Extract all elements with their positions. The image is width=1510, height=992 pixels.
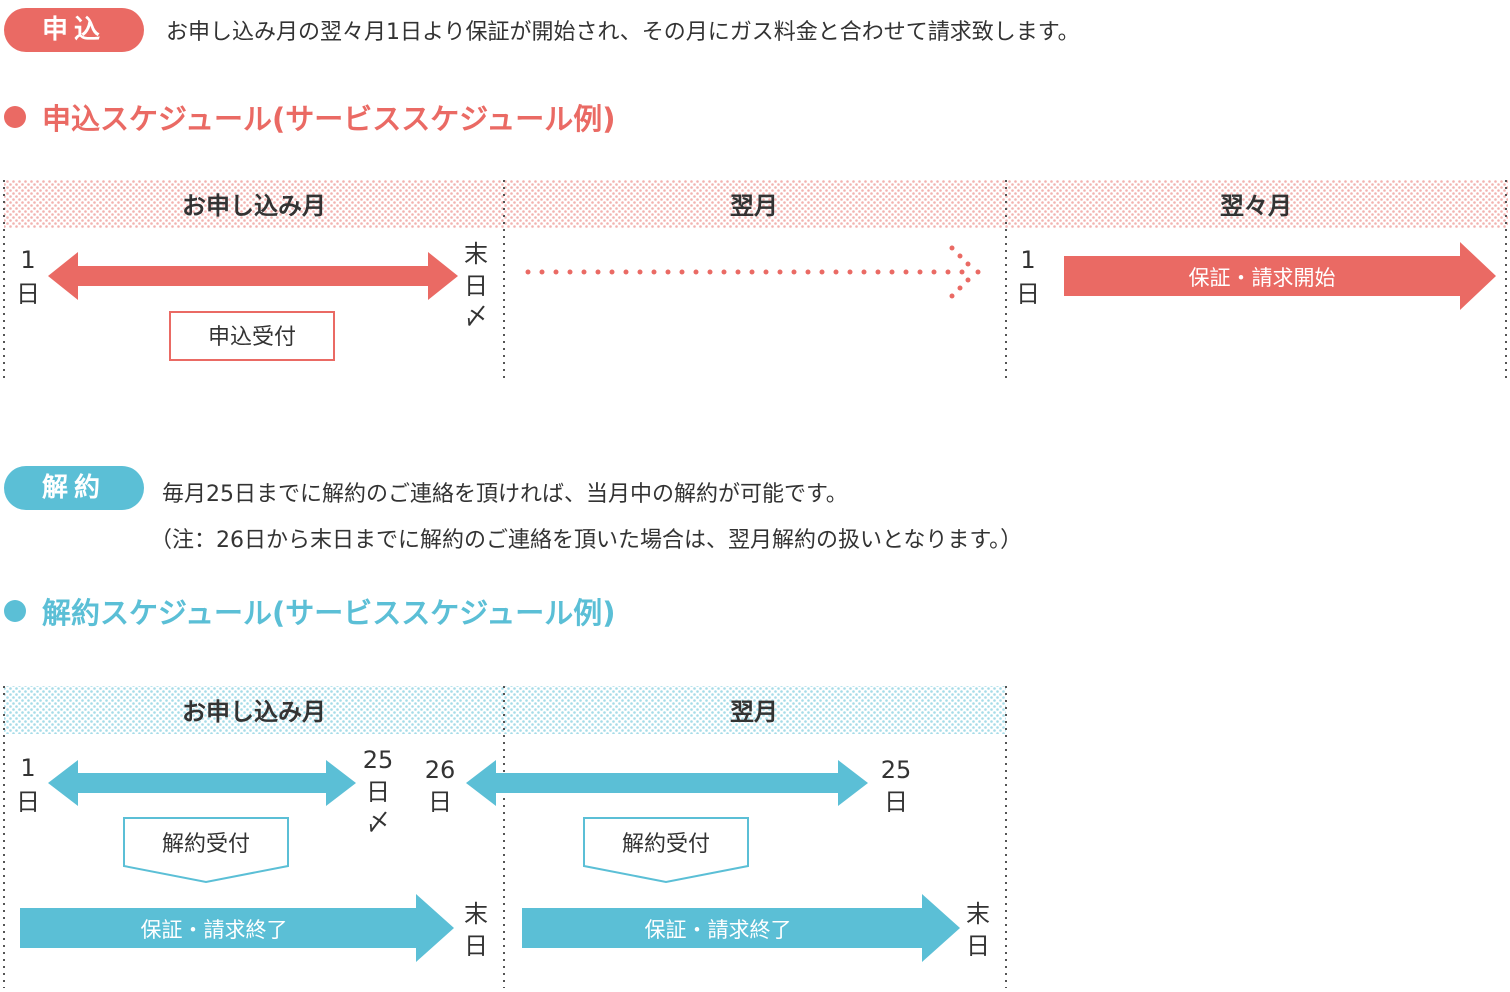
application-start-label: 保証・請求開始 xyxy=(1189,266,1336,290)
application-day-last-2: 日 xyxy=(464,272,488,300)
cancel-m1-cutoff-3: 〆 xyxy=(366,808,390,836)
cancel-m1-day-first-1: 1 xyxy=(20,754,35,782)
cancel-m1-end-label: 保証・請求終了 xyxy=(141,918,288,942)
cancel-m1-accept-box xyxy=(123,817,289,884)
cancel-m2-double-arrow xyxy=(466,760,868,806)
cancel-m1-end-day-1: 末 xyxy=(464,900,488,928)
application-month-1: お申し込み月 xyxy=(182,192,326,220)
cancel-description: 毎月25日までに解約のご連絡を頂ければ、当月中の解約が可能です。 xyxy=(162,482,848,507)
application-description: お申し込み月の翌々月1日より保証が開始され、その月にガス料金と合わせて請求致しま… xyxy=(166,20,1080,45)
application-accept-label: 申込受付 xyxy=(208,325,296,350)
application-accept-box xyxy=(169,311,335,361)
cancel-m2-day-first-num: 26 xyxy=(425,756,456,784)
cancel-m1-accept-label: 解約受付 xyxy=(162,832,250,857)
cancel-m1-end-day-2: 日 xyxy=(464,932,488,960)
cancel-m1-cutoff-num: 25 xyxy=(363,746,394,774)
application-day-start-1: 1 xyxy=(1020,246,1035,274)
application-day-start-2: 日 xyxy=(1016,280,1040,308)
application-schedule-title: 申込スケジュール(サービススケジュール例) xyxy=(42,102,616,136)
application-badge: 申込 xyxy=(4,8,144,52)
application-dotted-arrow xyxy=(525,245,981,299)
cancel-month-2: 翌月 xyxy=(730,698,778,726)
cancel-m2-day-first-rest: 日 xyxy=(428,788,452,816)
application-month-2: 翌月 xyxy=(730,192,778,220)
cancel-note: （注：26日から末日までに解約のご連絡を頂いた場合は、翌月解約の扱いとなります。… xyxy=(150,528,1023,553)
cancel-month-1: お申し込み月 xyxy=(182,698,326,726)
cancel-m2-cutoff-num: 25 xyxy=(881,756,912,784)
cancel-m1-end-arrow xyxy=(20,894,454,962)
cancel-m2-cutoff-rest: 日 xyxy=(884,788,908,816)
cancel-m1-double-arrow xyxy=(48,760,356,806)
application-day-first-1: 1 xyxy=(20,246,35,274)
application-day-last-3: 〆 xyxy=(464,302,488,330)
cancel-m1-day-first-2: 日 xyxy=(16,788,40,816)
application-day-last-1: 末 xyxy=(464,240,488,268)
cancel-m2-accept-label: 解約受付 xyxy=(622,832,710,857)
cancel-m2-accept-box xyxy=(583,817,749,884)
cancel-m2-end-arrow xyxy=(522,894,960,962)
bullet-dot-icon xyxy=(4,106,26,128)
application-month-header-band xyxy=(4,180,1508,228)
application-double-arrow xyxy=(48,252,458,300)
bullet-dot-icon xyxy=(4,600,26,622)
cancel-m2-end-label: 保証・請求終了 xyxy=(645,918,792,942)
application-month-3: 翌々月 xyxy=(1220,192,1292,220)
application-start-arrow xyxy=(1064,242,1496,310)
cancel-m2-end-day-1: 末 xyxy=(966,900,990,928)
cancel-badge: 解約 xyxy=(4,466,144,510)
cancel-m2-end-day-2: 日 xyxy=(966,932,990,960)
application-day-first-2: 日 xyxy=(16,280,40,308)
cancel-schedule-title: 解約スケジュール(サービススケジュール例) xyxy=(42,596,616,630)
cancel-m1-cutoff-2: 日 xyxy=(366,778,390,806)
